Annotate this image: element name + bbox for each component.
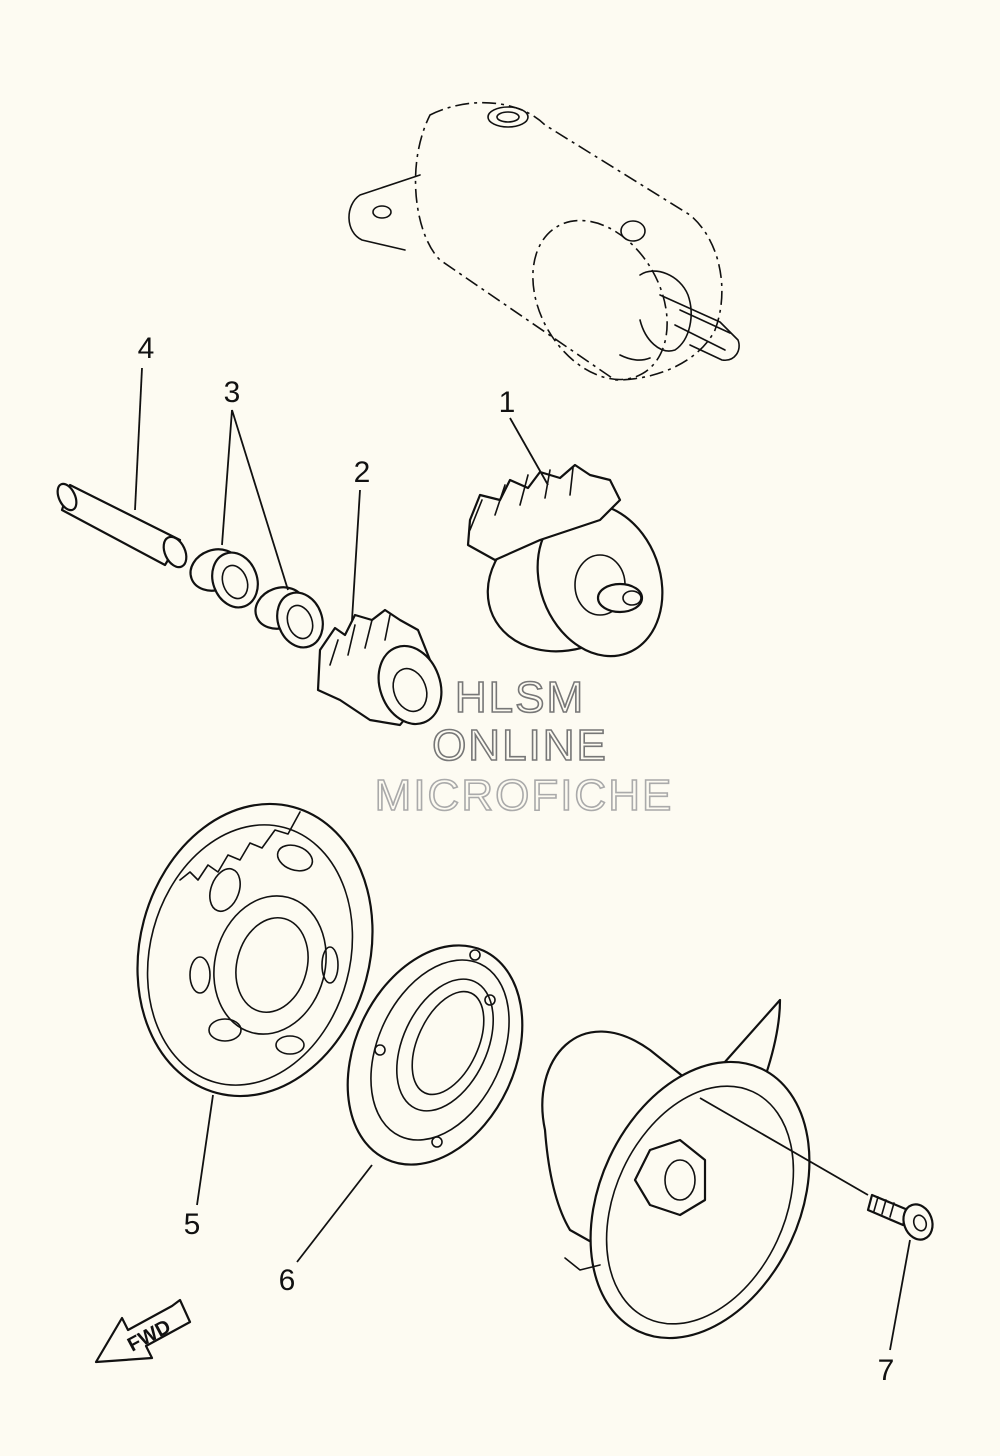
generator-rotor: [541, 998, 811, 1340]
starter-motor-outline: [348, 101, 740, 381]
watermark-line-3: MICROFICHE: [375, 771, 674, 820]
callout-1: 1: [499, 386, 516, 419]
part-2-idler-gear: [316, 608, 443, 727]
callouts: 4 3 2 1 5 6 7: [138, 332, 895, 1387]
watermark-line-1: HLSM: [455, 673, 585, 722]
watermark: HLSM ONLINE MICROFICHE: [374, 672, 674, 821]
callout-6: 6: [279, 1264, 296, 1297]
callout-5: 5: [184, 1208, 201, 1241]
callout-2: 2: [354, 456, 371, 489]
fwd-arrow: FWD: [94, 1298, 192, 1364]
part-6-one-way-clutch: [346, 944, 524, 1166]
part-3-needle-bearings: [189, 548, 324, 649]
watermark-line-2: ONLINE: [432, 721, 608, 770]
part-5-starter-wheel-gear: [136, 802, 374, 1098]
part-7-bolt: [866, 1193, 934, 1241]
part-1-starter-idle-gear: [466, 463, 664, 658]
leader-lines: [134, 367, 911, 1351]
callout-4: 4: [138, 332, 155, 365]
part-4-shaft: [56, 482, 188, 569]
callout-7: 7: [878, 1354, 895, 1387]
callout-3: 3: [224, 376, 241, 409]
